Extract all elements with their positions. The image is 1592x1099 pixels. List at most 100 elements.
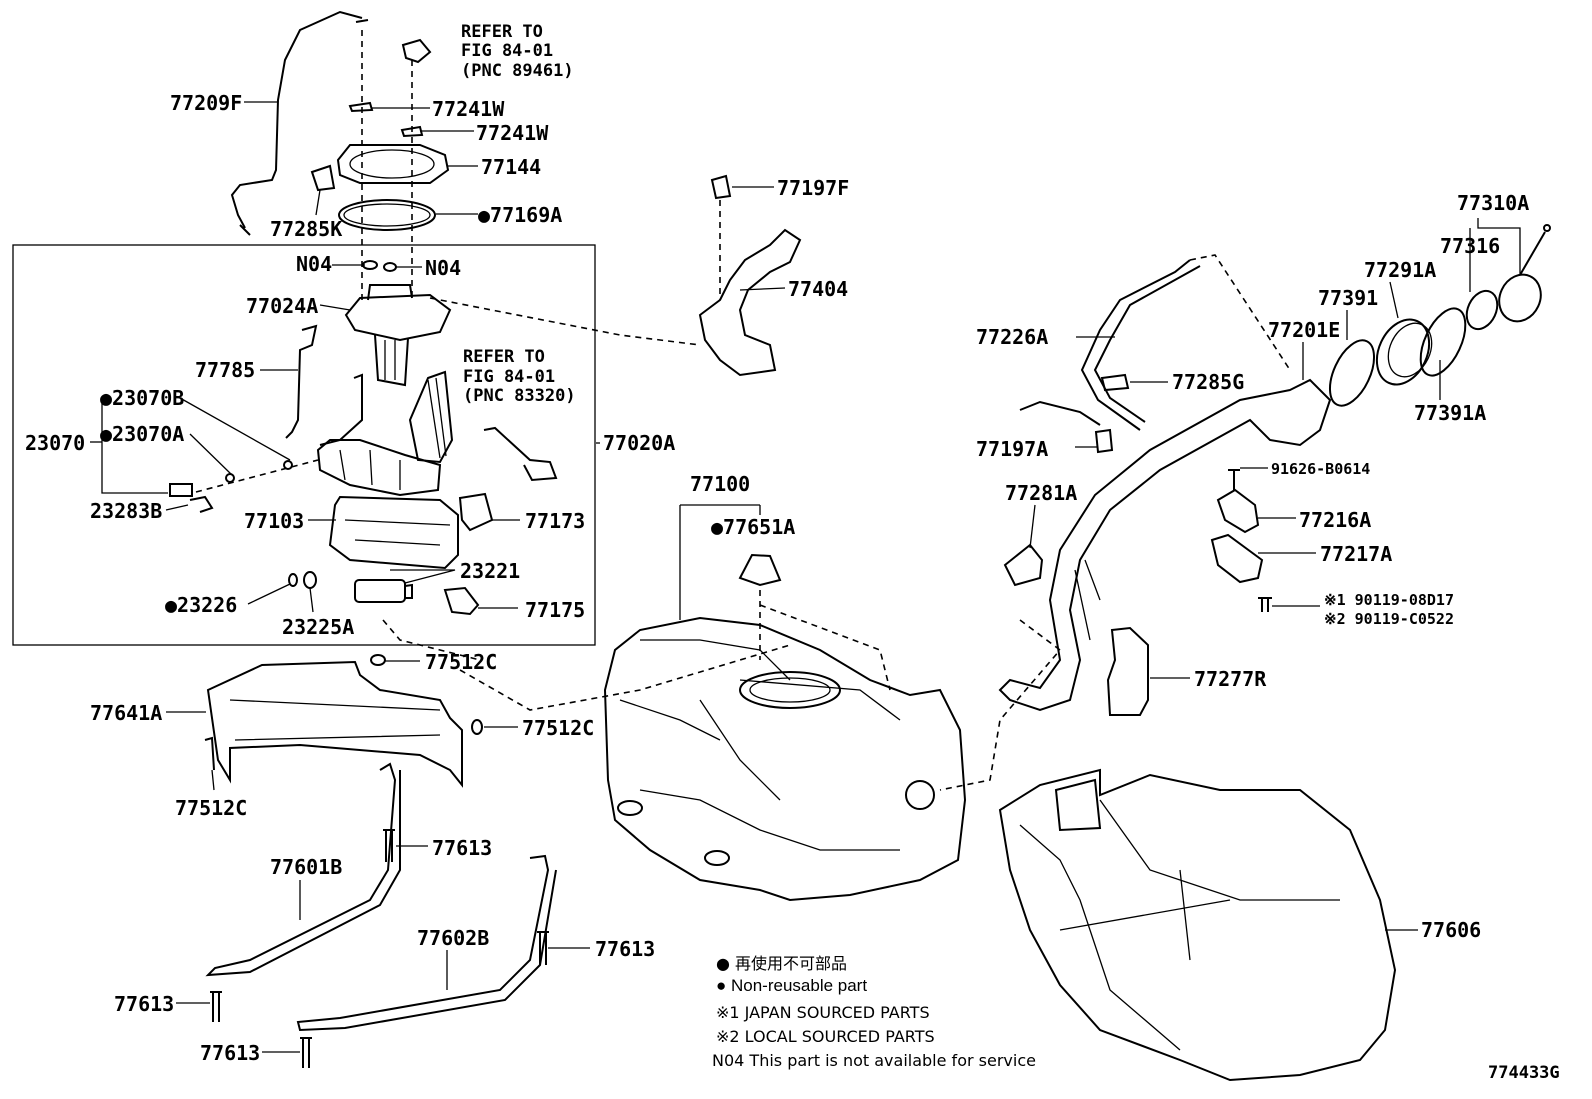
label-77241W-b[interactable]: 77241W [476, 121, 549, 145]
label-77512C-a[interactable]: 77512C [425, 650, 497, 674]
bolt-77613-c [210, 991, 222, 1022]
ref-text-line: (PNC 89461) [461, 61, 574, 81]
part-sensor-89461 [401, 38, 432, 64]
part-77241W-clip-b [400, 125, 424, 138]
label-77602B[interactable]: 77602B [417, 926, 489, 950]
part-77602B-strap [296, 854, 557, 1032]
part-bolt-90119 [1258, 597, 1272, 612]
label-77606[interactable]: 77606 [1421, 918, 1481, 942]
label-77216A[interactable]: 77216A [1299, 508, 1371, 532]
part-77175 [443, 586, 480, 616]
legend: ● 再使用不可部品 ● Non-reusable part ※1 JAPAN S… [712, 954, 1036, 1070]
part-77217A-bracket [1210, 533, 1264, 584]
label-77391A[interactable]: 77391A [1414, 401, 1486, 425]
figure-id: 774433G [1488, 1063, 1560, 1083]
label-91626-B0614[interactable]: 91626-B0614 [1271, 460, 1370, 478]
label-77613-a[interactable]: 77613 [432, 836, 492, 860]
label-77651A[interactable]: ●77651A [711, 515, 795, 539]
label-23070A[interactable]: ●23070A [100, 422, 184, 446]
part-77512C-pin [204, 736, 215, 771]
label-77391[interactable]: 77391 [1318, 286, 1378, 310]
part-77144-ring [336, 144, 450, 184]
part-77281A-clip [1003, 543, 1044, 587]
label-N04-b[interactable]: N04 [425, 256, 461, 280]
label-77291A[interactable]: 77291A [1364, 258, 1436, 282]
label-23070[interactable]: 23070 [25, 431, 85, 455]
label-77226A[interactable]: 77226A [976, 325, 1048, 349]
label-77404[interactable]: 77404 [788, 277, 848, 301]
legend-local-sourced: ※2 LOCAL SOURCED PARTS [716, 1027, 935, 1046]
label-77024A[interactable]: 77024A [246, 294, 318, 318]
part-77209F-pipe [230, 10, 363, 229]
label-77512C-c[interactable]: 77512C [175, 796, 247, 820]
part-sender-83320 [408, 370, 454, 464]
part-77169A-gasket [338, 199, 436, 231]
label-77613-c[interactable]: 77613 [114, 992, 174, 1016]
legend-not-available: N04 This part is not available for servi… [712, 1051, 1036, 1070]
part-N04-a [362, 260, 378, 270]
label-77316[interactable]: 77316 [1440, 234, 1500, 258]
label-77310A[interactable]: 77310A [1457, 191, 1529, 215]
label-77103[interactable]: 77103 [244, 509, 304, 533]
label-77175[interactable]: 77175 [525, 598, 585, 622]
label-77613-d[interactable]: 77613 [200, 1041, 260, 1065]
ref-text-line: REFER TO [463, 347, 545, 367]
label-23221[interactable]: 23221 [460, 559, 520, 583]
label-N04-a[interactable]: N04 [296, 252, 332, 276]
label-77217A[interactable]: 77217A [1320, 542, 1392, 566]
label-77100[interactable]: 77100 [690, 472, 750, 496]
label-77613-b[interactable]: 77613 [595, 937, 655, 961]
label-77285G[interactable]: 77285G [1172, 370, 1244, 394]
label-77197A[interactable]: 77197A [976, 437, 1048, 461]
label-77281A[interactable]: 77281A [1005, 481, 1077, 505]
part-77601B-strap [205, 762, 401, 977]
tank-pump-opening [739, 671, 841, 709]
part-77316 [1465, 289, 1499, 331]
part-77216A-bracket [1216, 488, 1260, 534]
label-77277R[interactable]: 77277R [1194, 667, 1267, 691]
part-77173 [458, 492, 494, 532]
label-77512C-b[interactable]: 77512C [522, 716, 594, 740]
label-77197F[interactable]: 77197F [777, 176, 849, 200]
part-77404-tube [698, 228, 802, 377]
part-77103-housing [328, 495, 459, 570]
label-23070B[interactable]: ●23070B [100, 386, 184, 410]
bolt-77613-d [300, 1037, 312, 1068]
part-pump-body [316, 439, 442, 497]
pump-assembly-box [12, 244, 596, 646]
part-77512C-a [370, 654, 386, 666]
part-77285K-clip [310, 164, 336, 192]
label-77020A[interactable]: 77020A [603, 431, 675, 455]
label-77201E[interactable]: 77201E [1268, 318, 1340, 342]
label-77144[interactable]: 77144 [481, 155, 541, 179]
part-23221-motor [354, 579, 406, 603]
bolt-77613-b [537, 931, 549, 965]
part-23283B [189, 495, 214, 513]
label-77169A[interactable]: ●77169A [478, 203, 562, 227]
label-23226[interactable]: ●23226 [165, 593, 237, 617]
ref-text-line: (PNC 83320) [463, 386, 576, 406]
label-77285K[interactable]: 77285K [270, 217, 342, 241]
label-77601B[interactable]: 77601B [270, 855, 342, 879]
label-23283B[interactable]: 23283B [90, 499, 162, 523]
label-77209F[interactable]: 77209F [170, 91, 242, 115]
label-77641A[interactable]: 77641A [90, 701, 162, 725]
ref-text-line: FIG 84-01 [461, 41, 553, 61]
part-77391A-gasket [1419, 307, 1467, 377]
part-77197F-clip [710, 174, 732, 200]
part-77310A-cap [1498, 224, 1551, 323]
part-77285G-clip [1100, 373, 1130, 392]
label-77785[interactable]: 77785 [195, 358, 255, 382]
bolt-77613-a [383, 829, 395, 862]
part-77197A-clip [1094, 428, 1114, 454]
part-77651A-pad [738, 553, 782, 587]
label-77241W-a[interactable]: 77241W [432, 97, 505, 121]
label-90119-08D17[interactable]: ※1 90119-08D17 [1324, 591, 1454, 609]
ref-text-line: FIG 84-01 [463, 367, 555, 387]
label-90119-C0522[interactable]: ※2 90119-C0522 [1324, 610, 1454, 628]
reference-note-89461: REFER TO FIG 84-01 (PNC 89461) [461, 22, 574, 81]
label-77173[interactable]: 77173 [525, 509, 585, 533]
label-23225A[interactable]: 23225A [282, 615, 354, 639]
